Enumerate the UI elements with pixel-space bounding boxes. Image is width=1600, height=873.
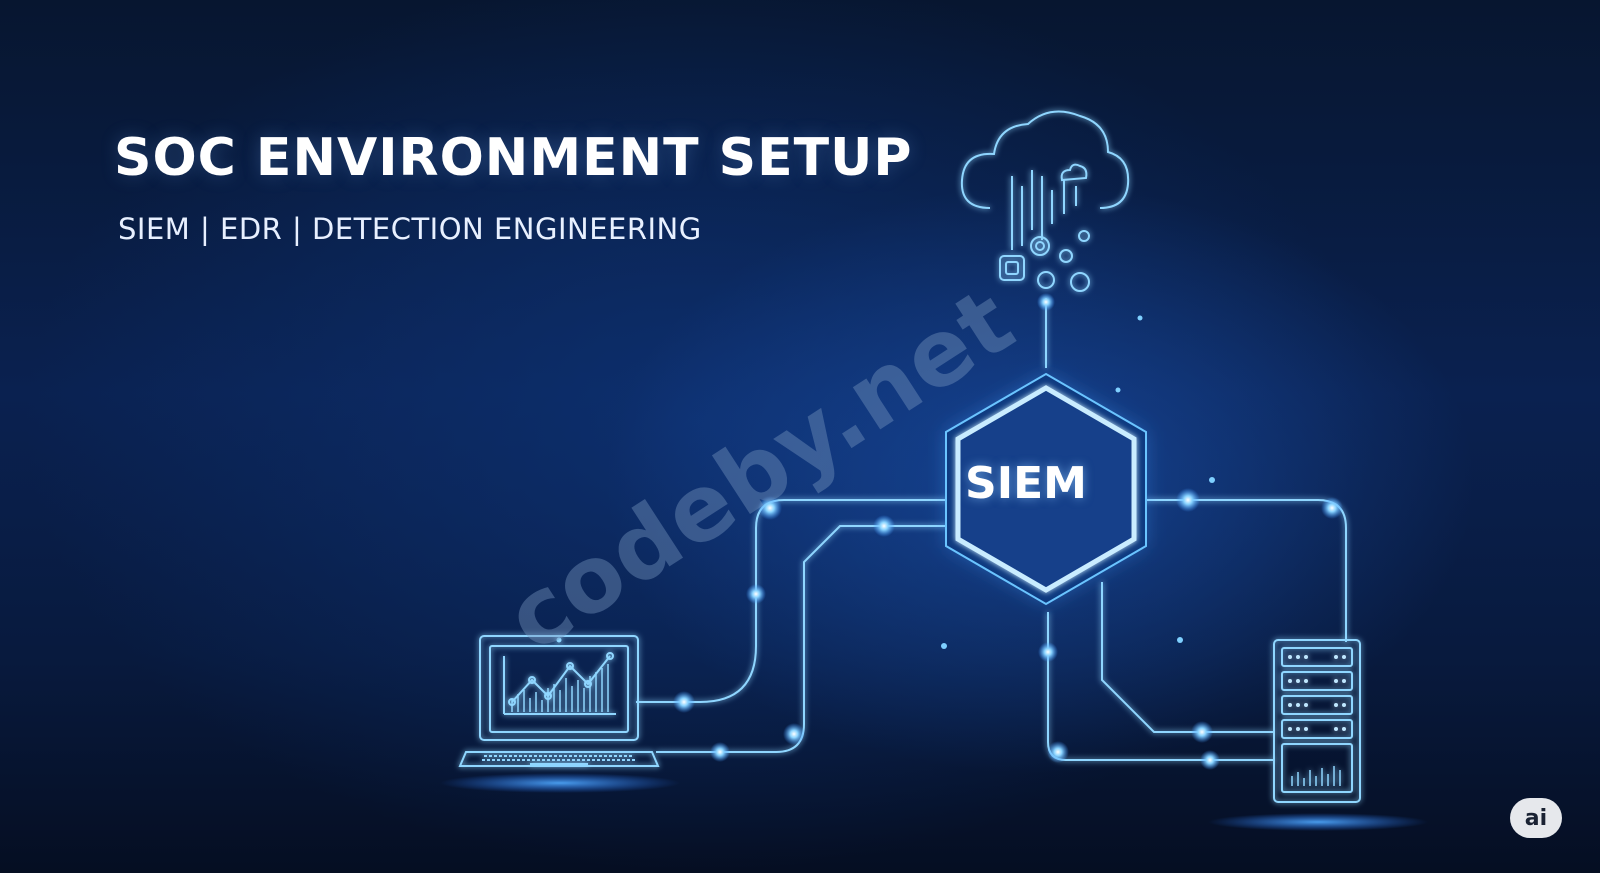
server-link-right [1140,499,1347,642]
siem-hexagon-inner [955,385,1137,593]
signal-dots [673,293,1343,770]
server-link-middle [1101,582,1274,733]
laptop-floor-glow [440,773,680,793]
cloud-icon [960,110,1130,292]
siem-hub-label: SIEM [965,458,1087,509]
laptop-icon [458,635,660,767]
server-link-bottom [1047,612,1274,761]
siem-hub [945,372,1147,606]
server-rack-icon [1273,639,1361,803]
page-title: SOC ENVIRONMENT SETUP [114,128,913,188]
ai-badge[interactable]: ai [1510,798,1562,838]
page-subtitle: SIEM | EDR | DETECTION ENGINEERING [118,212,702,246]
server-floor-glow [1208,813,1428,831]
